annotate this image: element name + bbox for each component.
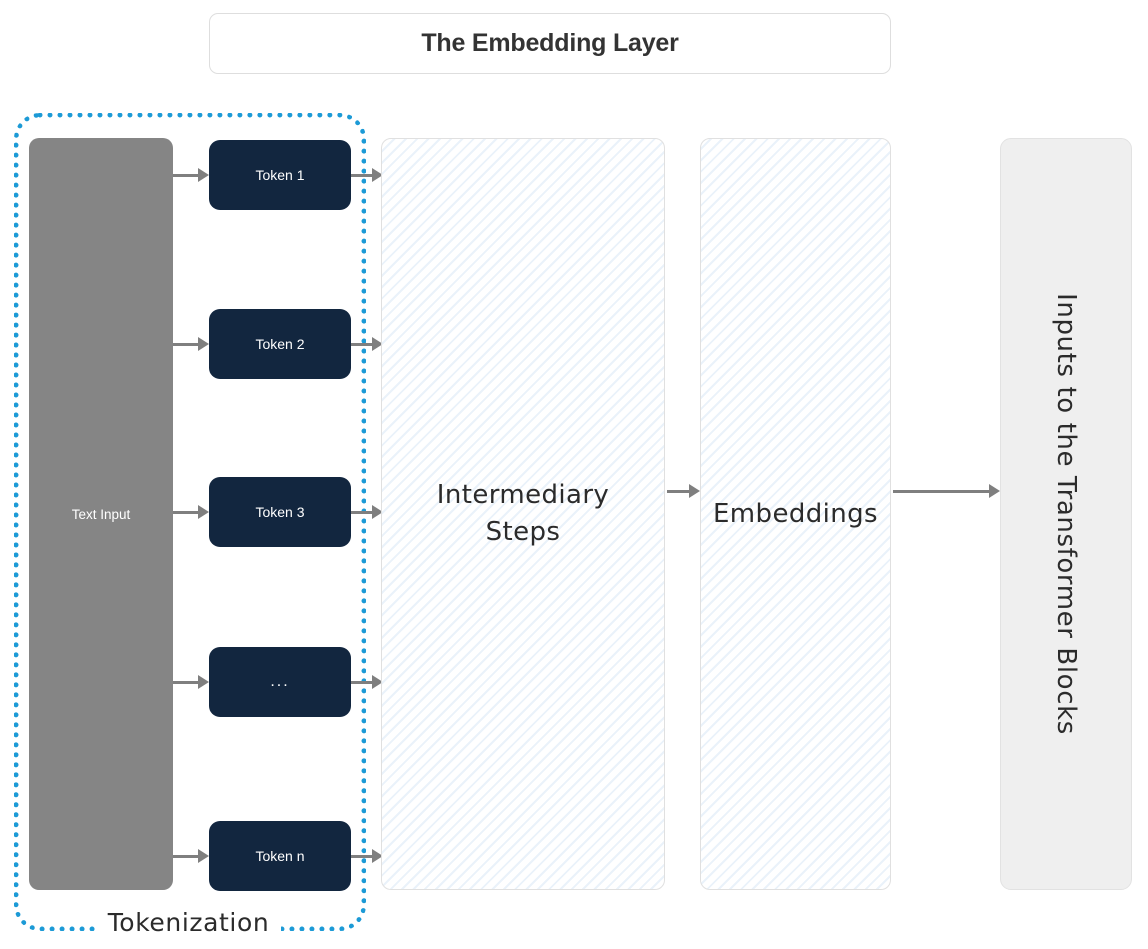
intermediary-steps-line-1: Intermediary — [436, 480, 610, 511]
arrow-head — [198, 675, 209, 689]
arrow-shaft — [351, 173, 372, 177]
token-label: Token n — [255, 848, 305, 864]
arrow-intermediary-to-embeddings — [667, 484, 700, 498]
token-box-ellipsis: ... — [209, 647, 351, 717]
arrow-input-to-token-ellipsis — [173, 675, 209, 689]
arrow-input-to-token-n — [173, 849, 209, 863]
transformer-inputs-label: Inputs to the Transformer Blocks — [1051, 293, 1081, 735]
token-box-1: Token 1 — [209, 140, 351, 210]
intermediary-steps-line-2: Steps — [485, 517, 561, 547]
arrow-head — [372, 675, 383, 689]
tokenization-group-label: Tokenization — [96, 902, 281, 942]
arrow-embeddings-to-output — [893, 484, 1000, 498]
arrow-shaft — [351, 680, 372, 684]
arrow-shaft — [173, 854, 198, 858]
arrow-token-3-to-intermediary — [351, 505, 383, 519]
arrow-shaft — [351, 342, 372, 346]
arrow-shaft — [173, 510, 198, 514]
intermediary-steps-label: Intermediary Steps — [437, 477, 609, 551]
token-box-3: Token 3 — [209, 477, 351, 547]
token-box-2: Token 2 — [209, 309, 351, 379]
arrow-head — [372, 168, 383, 182]
arrow-head — [689, 484, 700, 498]
transformer-inputs-box: Inputs to the Transformer Blocks — [1000, 138, 1132, 890]
arrow-head — [198, 849, 209, 863]
arrow-shaft — [173, 342, 198, 346]
token-label: Token 2 — [255, 336, 305, 352]
page-title: The Embedding Layer — [421, 29, 679, 57]
diagram-title-banner: The Embedding Layer — [209, 13, 891, 74]
token-box-n: Token n — [209, 821, 351, 891]
arrow-shaft — [893, 489, 989, 493]
arrow-shaft — [173, 680, 198, 684]
arrow-input-to-token-2 — [173, 337, 209, 351]
arrow-input-to-token-1 — [173, 168, 209, 182]
arrow-head — [198, 505, 209, 519]
text-input-label: Text Input — [71, 506, 131, 522]
arrow-head — [989, 484, 1000, 498]
arrow-token-ellipsis-to-intermediary — [351, 675, 383, 689]
arrow-head — [198, 168, 209, 182]
arrow-head — [372, 505, 383, 519]
text-input-box: Text Input — [29, 138, 173, 890]
token-label: ... — [270, 673, 290, 690]
arrow-head — [372, 849, 383, 863]
arrow-token-2-to-intermediary — [351, 337, 383, 351]
arrow-token-n-to-intermediary — [351, 849, 383, 863]
arrow-shaft — [351, 854, 372, 858]
embeddings-box: Embeddings — [700, 138, 891, 890]
arrow-token-1-to-intermediary — [351, 168, 383, 182]
token-label: Token 1 — [255, 167, 305, 183]
arrow-input-to-token-3 — [173, 505, 209, 519]
arrow-head — [198, 337, 209, 351]
intermediary-steps-box: Intermediary Steps — [381, 138, 665, 890]
arrow-shaft — [667, 489, 689, 493]
embeddings-label: Embeddings — [712, 498, 878, 529]
arrow-shaft — [173, 173, 198, 177]
token-label: Token 3 — [255, 504, 305, 520]
arrow-shaft — [351, 510, 372, 514]
arrow-head — [372, 337, 383, 351]
